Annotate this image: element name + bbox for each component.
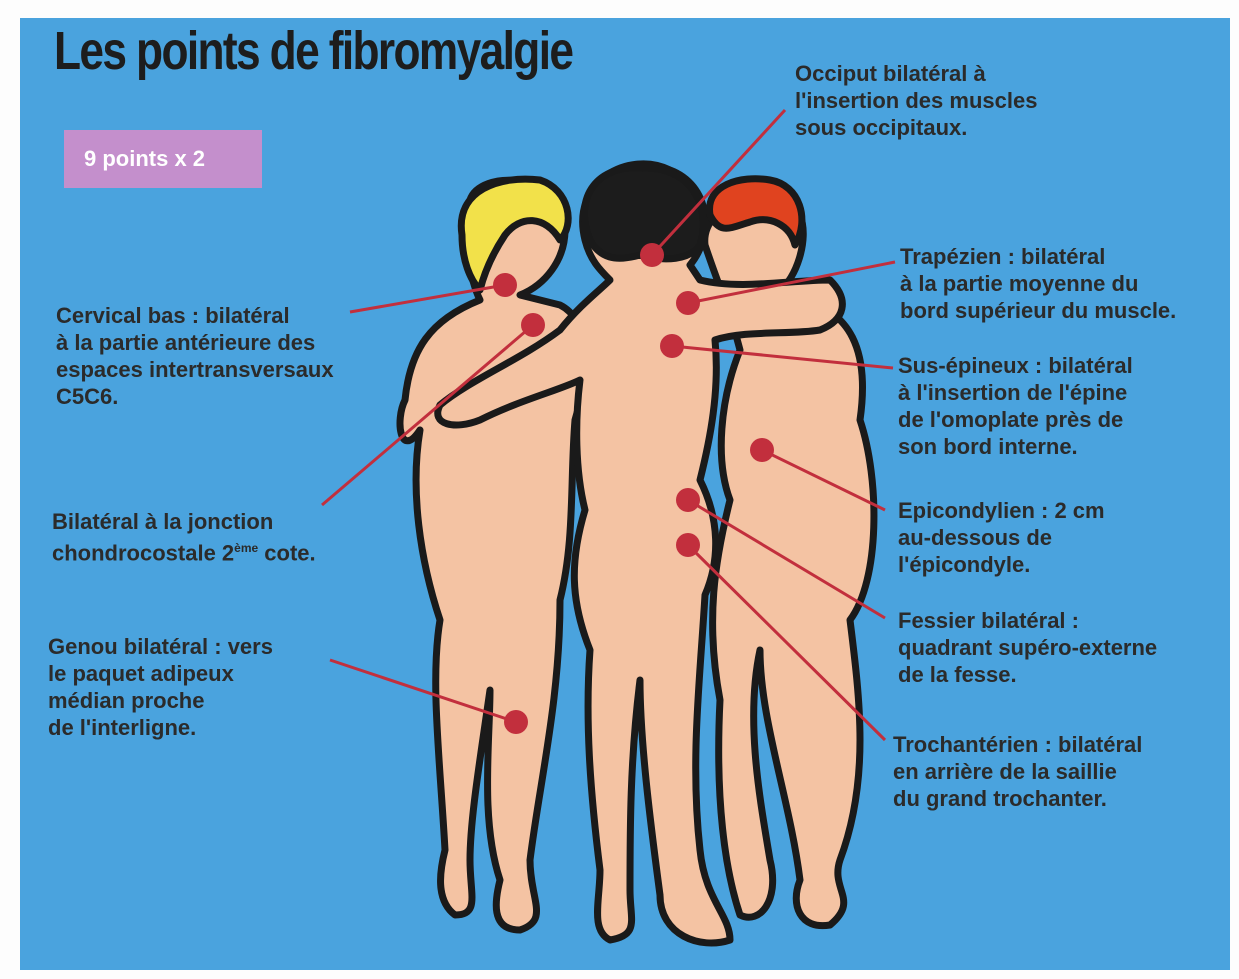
label-second-rib: Bilatéral à la jonction chondrocostale 2… xyxy=(52,508,316,566)
left-figure-body xyxy=(400,180,585,930)
label-trochanter: Trochantérien : bilatéral en arrière de … xyxy=(893,731,1142,812)
label-second-rib-line2-end: cote. xyxy=(258,540,315,565)
label-low-cervical: Cervical bas : bilatéral à la partie ant… xyxy=(56,302,334,410)
tender-point-epicondyle xyxy=(750,438,774,462)
center-figure-hair xyxy=(584,168,703,259)
tender-point-gluteal xyxy=(676,488,700,512)
label-trapezius: Trapézien : bilatéral à la partie moyenn… xyxy=(900,243,1176,324)
tender-point-trochanter xyxy=(676,533,700,557)
tender-point-trapezius xyxy=(676,291,700,315)
points-count-badge: 9 points x 2 xyxy=(64,130,262,188)
tender-point-knee xyxy=(504,710,528,734)
label-second-rib-sup: ème xyxy=(234,541,258,555)
diagram-title: Les points de fibromyalgie xyxy=(54,20,572,82)
tender-point-low-cervical xyxy=(493,273,517,297)
label-supraspinatus: Sus-épineux : bilatéral à l'insertion de… xyxy=(898,352,1133,460)
label-gluteal: Fessier bilatéral : quadrant supéro-exte… xyxy=(898,607,1157,688)
tender-point-second-rib xyxy=(521,313,545,337)
label-occiput: Occiput bilatéral à l'insertion des musc… xyxy=(795,60,1037,141)
label-knee: Genou bilatéral : vers le paquet adipeux… xyxy=(48,633,273,741)
label-epicondyle: Epicondylien : 2 cm au-dessous de l'épic… xyxy=(898,497,1105,578)
tender-point-supraspinatus xyxy=(660,334,684,358)
label-second-rib-line1: Bilatéral à la jonction xyxy=(52,509,273,534)
tender-point-occiput xyxy=(640,243,664,267)
label-second-rib-line2: chondrocostale 2 xyxy=(52,540,234,565)
